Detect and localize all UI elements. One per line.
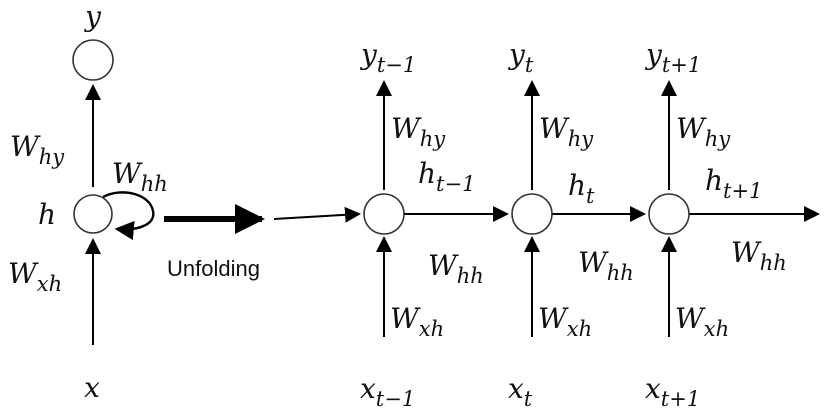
- hidden-node: [363, 193, 405, 235]
- w-hy-label: Why: [676, 112, 731, 151]
- folded-recurrent-loop-arrow: [102, 191, 155, 241]
- folded-input-label: x: [84, 371, 100, 404]
- w-hh-label: Whh: [578, 246, 634, 285]
- unfolding-label: Unfolding: [167, 256, 260, 281]
- folded-output-node: [72, 39, 114, 81]
- output-label: yt−1: [359, 38, 416, 77]
- folded-output-label: y: [83, 0, 102, 33]
- unfolded-rnn: yt−1Whyht−1WhhWxhxt−1ytWhyhtWhhWxhxtyt+1…: [273, 38, 820, 411]
- output-label: yt+1: [644, 38, 701, 77]
- folded-w-hy-label: Why: [10, 130, 65, 169]
- w-hh-label: Whh: [731, 236, 787, 275]
- hidden-label: ht−1: [418, 157, 475, 196]
- initial-hidden-state-arrow: [273, 206, 361, 223]
- unfolding-operator: Unfolding: [164, 204, 265, 281]
- folded-w-xh-label: Wxh: [8, 257, 62, 296]
- hidden-node: [511, 193, 553, 235]
- w-hy-label: Why: [539, 112, 594, 151]
- folded-rnn: y h x Why Whh Wxh: [8, 0, 168, 404]
- hidden-label: ht: [568, 169, 595, 208]
- w-hy-label: Why: [391, 112, 446, 151]
- folded-w-hh-label: Whh: [112, 157, 168, 196]
- hidden-label: ht+1: [705, 164, 762, 203]
- output-label: yt: [507, 38, 534, 77]
- input-label: xt: [508, 372, 533, 411]
- folded-hidden-node: [73, 194, 113, 234]
- time-steps: yt−1Whyht−1WhhWxhxt−1ytWhyhtWhhWxhxtyt+1…: [359, 38, 820, 411]
- hidden-node: [648, 193, 690, 235]
- w-xh-label: Wxh: [675, 302, 729, 341]
- w-hh-label: Whh: [428, 249, 484, 288]
- folded-hidden-label: h: [38, 198, 56, 231]
- w-xh-label: Wxh: [390, 302, 444, 341]
- w-xh-label: Wxh: [538, 302, 592, 341]
- input-label: xt−1: [360, 372, 415, 411]
- input-label: xt+1: [645, 372, 700, 411]
